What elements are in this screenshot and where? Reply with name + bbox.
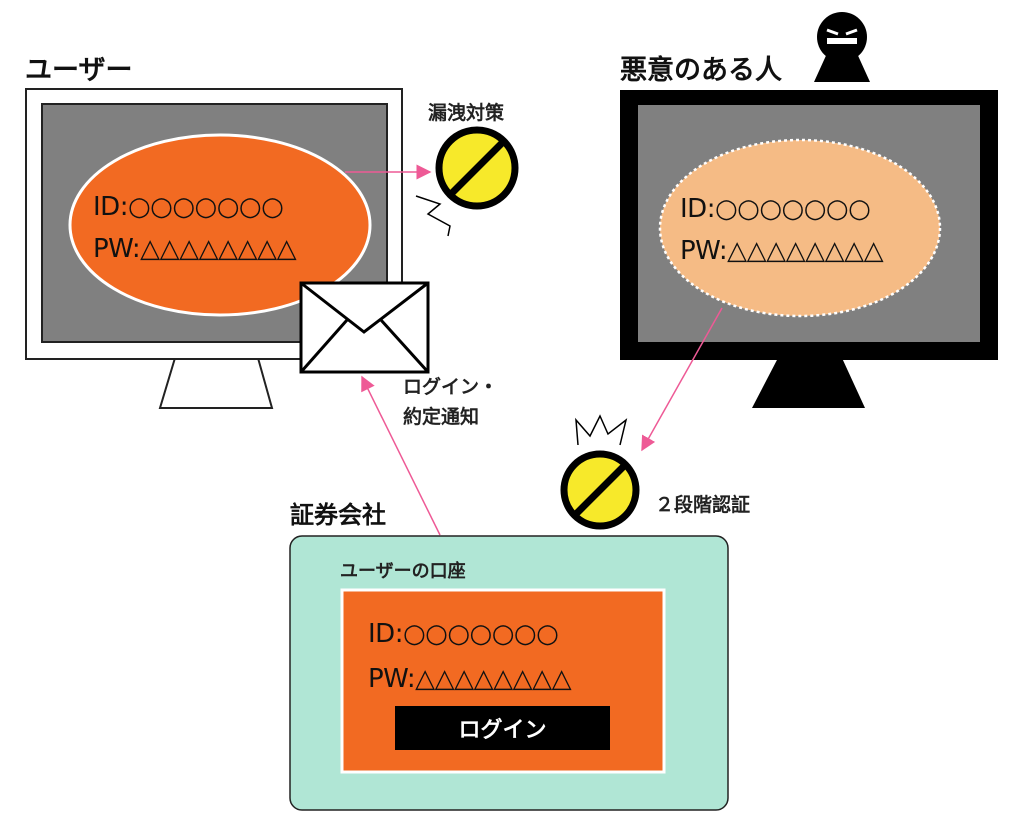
envelope-icon — [299, 281, 430, 374]
account-id: ID:○○○○○○○ — [368, 619, 559, 649]
prohibition-icon-2fa — [560, 414, 640, 530]
malicious-person-icon — [814, 12, 870, 82]
two-factor-label: ２段階認証 — [655, 494, 751, 516]
attacker-label: 悪意のある人 — [620, 55, 782, 86]
user-credentials-bubble — [68, 133, 372, 317]
attacker-id: ID:○○○○○○○ — [680, 194, 871, 224]
stolen-credentials-bubble — [658, 138, 942, 318]
leak-prevention-label: 漏洩対策 — [428, 102, 505, 124]
notification-label-2: 約定通知 — [403, 406, 480, 428]
notification-arrow — [361, 375, 441, 536]
company-label: 証券会社 — [290, 501, 386, 529]
account-label: ユーザーの口座 — [340, 561, 466, 582]
login-button[interactable]: ログイン — [395, 706, 610, 750]
notification-label-1: ログイン・ — [403, 376, 499, 398]
attacker-pw: PW:△△△△△△△△ — [680, 236, 884, 266]
prohibition-icon-leak — [415, 126, 519, 237]
account-pw: PW:△△△△△△△△ — [368, 664, 572, 694]
user-id: ID:○○○○○○○ — [93, 192, 284, 222]
attack-arrow — [641, 307, 723, 452]
user-pw: PW:△△△△△△△△ — [93, 234, 297, 264]
user-label: ユーザー — [25, 55, 133, 86]
attacker-monitor — [620, 90, 998, 408]
